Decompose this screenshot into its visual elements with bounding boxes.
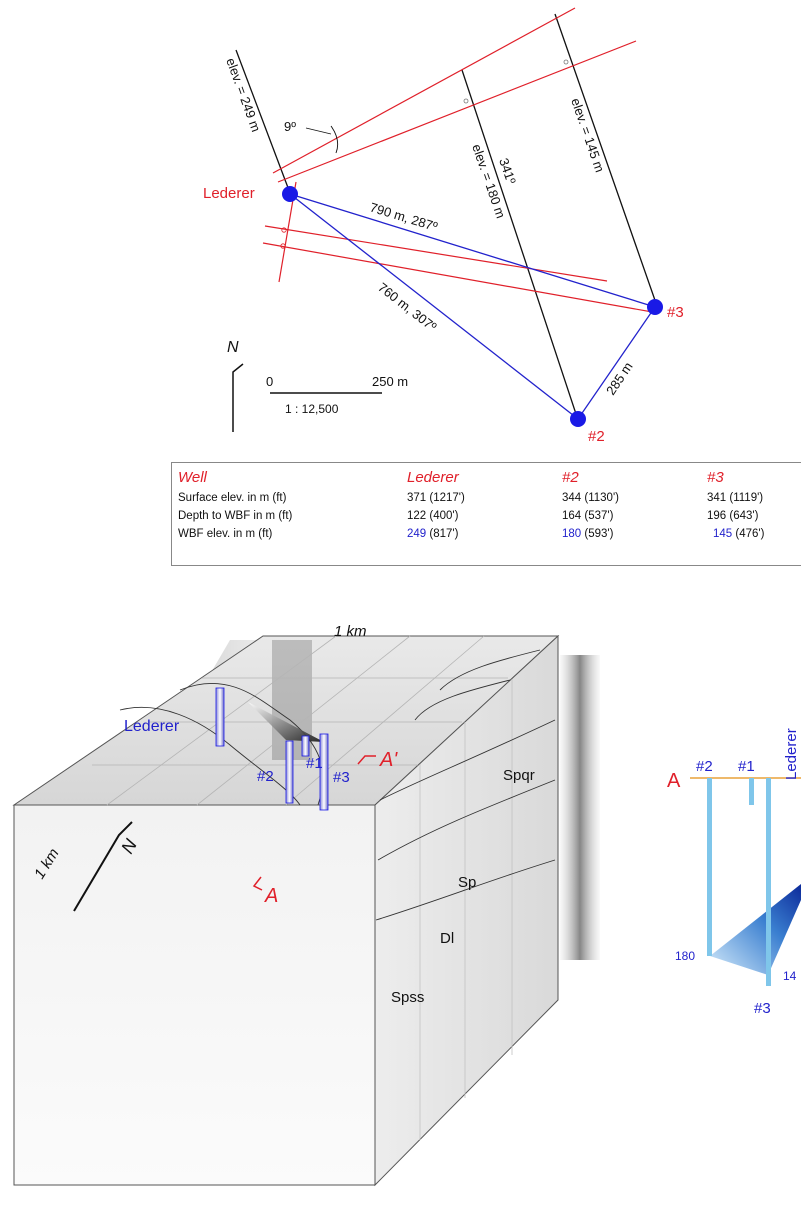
wbf-elev-value: 145 bbox=[713, 528, 733, 540]
well-map: Lederer #3 #2 elev. = 249 m elev. = 180 … bbox=[203, 7, 684, 445]
section-well-2-line bbox=[707, 778, 712, 956]
red-line-2 bbox=[277, 40, 637, 183]
tube-3 bbox=[319, 733, 329, 811]
angle-arc bbox=[330, 125, 339, 154]
cross-section: A #2 #1 Lederer 180 14 #3 bbox=[667, 728, 801, 1017]
side-contacts bbox=[375, 719, 556, 921]
table-header-3: #3 bbox=[707, 469, 724, 486]
line-lederer-2 bbox=[289, 193, 579, 420]
tube-2 bbox=[285, 740, 294, 804]
wbf-elev-value: 180 bbox=[562, 528, 582, 540]
block-well-3: #3 bbox=[333, 769, 350, 786]
table-row-label: WBF elev. in m (ft) bbox=[178, 528, 273, 540]
marker bbox=[563, 59, 569, 65]
scale-zero: 0 bbox=[266, 374, 273, 389]
wbf-elev-ft: (817') bbox=[426, 528, 459, 540]
unit-sp: Sp bbox=[458, 874, 476, 891]
contour-line-249 bbox=[235, 49, 291, 194]
line-2-3 bbox=[577, 306, 656, 420]
block-diagram: 1 km 1 km N Lederer #1 #2 #3 A' A Spqr S… bbox=[12, 623, 600, 1187]
section-elev-145: 14 bbox=[783, 969, 797, 983]
block-front-face bbox=[13, 804, 376, 1186]
contour-line-145 bbox=[554, 13, 658, 307]
angle-label: 9º bbox=[284, 119, 296, 134]
block-well-2: #2 bbox=[257, 768, 274, 785]
distance-285-label: 285 m bbox=[603, 359, 636, 397]
line-lederer-3 bbox=[289, 193, 656, 308]
unit-spqr: Spqr bbox=[503, 767, 535, 784]
table-header-2: #2 bbox=[562, 469, 579, 486]
table-cell: 344 (1130') bbox=[562, 492, 619, 504]
section-marker-a-prime: A' bbox=[357, 749, 398, 771]
unit-dl: Dl bbox=[440, 930, 454, 947]
section-well-1-line bbox=[749, 778, 754, 805]
well-data-table: Well Lederer #2 #3 Surface elev. in m (f… bbox=[171, 462, 801, 566]
marker bbox=[463, 98, 469, 104]
elev-180-label: elev. = 180 m bbox=[469, 142, 508, 220]
red-line-1 bbox=[272, 7, 576, 174]
table-cell: 196 (643') bbox=[707, 510, 759, 522]
scale-bar: 0 250 m 1 : 12,500 bbox=[266, 374, 408, 416]
block-top-scale: 1 km bbox=[334, 623, 367, 640]
red-line-3 bbox=[264, 225, 608, 282]
block-section-a: A bbox=[264, 885, 278, 907]
north-arrow: N bbox=[227, 339, 244, 432]
wbf-elev-ft: (593') bbox=[581, 528, 614, 540]
scale-ratio: 1 : 12,500 bbox=[285, 402, 339, 416]
table-cell: 145 (476') bbox=[713, 528, 764, 540]
well-2-label: #2 bbox=[588, 428, 605, 445]
table-row-label: Depth to WBF in m (ft) bbox=[178, 510, 293, 522]
block-well-lederer: Lederer bbox=[124, 718, 180, 735]
table-row-label: Surface elev. in m (ft) bbox=[178, 492, 287, 504]
red-line-4 bbox=[262, 242, 659, 314]
table-cell: 180 (593') bbox=[562, 528, 613, 540]
north-label: N bbox=[227, 339, 239, 356]
well-2-dot bbox=[570, 411, 586, 427]
section-elev-180: 180 bbox=[675, 949, 695, 963]
section-well-3-line bbox=[766, 778, 771, 986]
unit-spss: Spss bbox=[391, 989, 424, 1006]
table-cell: 164 (537') bbox=[562, 510, 614, 522]
contour-line-180 bbox=[461, 69, 579, 421]
table-header-lederer: Lederer bbox=[407, 469, 459, 486]
well-3-dot bbox=[647, 299, 663, 315]
wbf-plane bbox=[248, 702, 324, 742]
block-section-a-prime: A' bbox=[379, 749, 398, 771]
tube-lederer bbox=[215, 687, 225, 747]
distance-760-label: 760 m, 307º bbox=[375, 280, 439, 335]
table-cell: 122 (400') bbox=[407, 510, 459, 522]
elev-249-label: elev. = 249 m bbox=[223, 56, 264, 134]
wbf-elev-ft: (476') bbox=[732, 528, 765, 540]
well-tubes bbox=[215, 687, 329, 811]
section-plane bbox=[710, 884, 801, 975]
table-cell: 249 (817') bbox=[407, 528, 458, 540]
side-grid bbox=[419, 679, 513, 1140]
marker bbox=[281, 227, 287, 233]
section-well-lederer: Lederer bbox=[783, 728, 800, 780]
section-label-a: A bbox=[667, 770, 681, 792]
marker bbox=[280, 243, 286, 249]
well-lederer-label: Lederer bbox=[203, 185, 255, 202]
table-cell: 341 (1119') bbox=[707, 492, 764, 504]
shadow-back bbox=[560, 655, 600, 960]
scale-end: 250 m bbox=[372, 374, 408, 389]
table-cell: 371 (1217') bbox=[407, 492, 465, 504]
section-marker-a: A bbox=[252, 876, 278, 907]
wbf-elev-value: 249 bbox=[407, 528, 427, 540]
section-well-2: #2 bbox=[696, 758, 713, 775]
table-header-well: Well bbox=[178, 469, 207, 486]
section-well-1: #1 bbox=[738, 758, 755, 775]
angle-leader bbox=[305, 127, 332, 135]
tube-1 bbox=[301, 735, 310, 757]
block-well-1: #1 bbox=[306, 755, 323, 772]
well-3-label: #3 bbox=[667, 304, 684, 321]
section-well-3: #3 bbox=[754, 1000, 771, 1017]
well-lederer-dot bbox=[282, 186, 298, 202]
